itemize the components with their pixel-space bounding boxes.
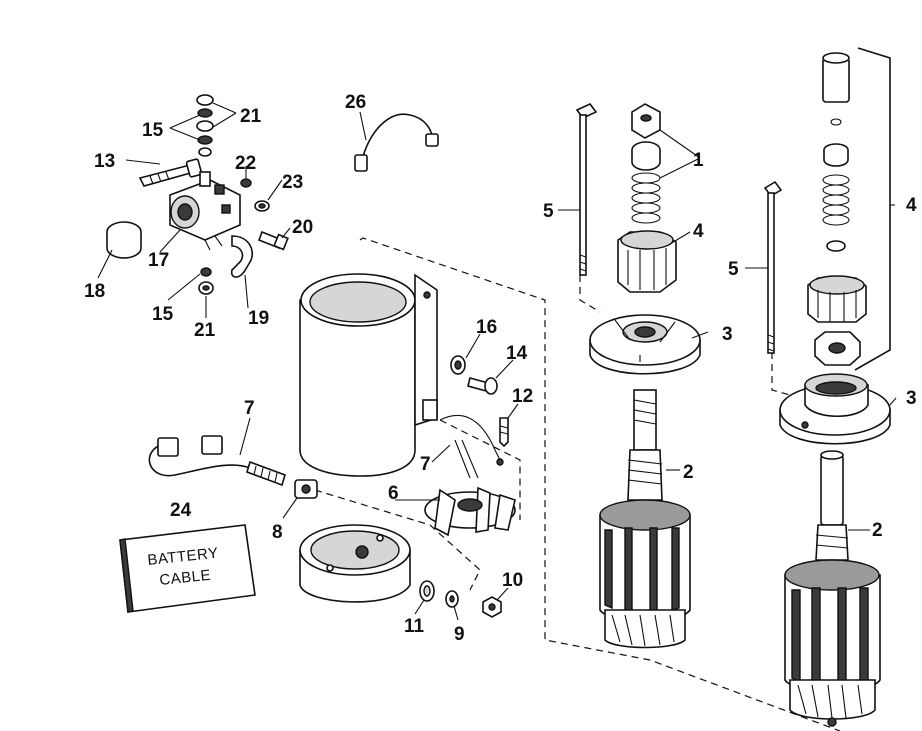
end-plate-3-mid: [589, 314, 701, 375]
callout-2-right: 2: [872, 520, 883, 541]
callout-7-center: 7: [420, 454, 431, 475]
callout-15-top: 15: [142, 120, 164, 141]
callout-18: 18: [84, 281, 105, 302]
callout-19: 19: [248, 308, 269, 329]
armature-right: [784, 450, 881, 727]
mid-assembly-dashed-outline: [579, 275, 601, 313]
callout-5-right: 5: [728, 259, 739, 280]
drive-kit-right: [807, 52, 867, 366]
through-bolt-mid: [575, 103, 598, 276]
callout-8: 8: [272, 522, 283, 543]
battery-box-line2: CABLE: [159, 567, 212, 589]
battery-cable-box: BATTERY CABLE: [119, 524, 256, 613]
end-cap: [299, 524, 411, 603]
callout-3-mid: 3: [722, 324, 733, 345]
callout-14: 14: [506, 343, 528, 364]
callout-4-right: 4: [906, 195, 917, 216]
callout-15-bottom: 15: [152, 304, 174, 325]
drive-parts-1: [631, 103, 661, 224]
callout-10: 10: [502, 570, 523, 591]
cable-lead: [354, 113, 439, 172]
callout-7-left: 7: [244, 398, 255, 419]
brush-plate: [424, 486, 516, 537]
callout-16: 16: [476, 317, 497, 338]
callout-21-bottom: 21: [194, 320, 216, 341]
drive-gear-4: [617, 230, 677, 293]
solenoid-assembly: [106, 94, 289, 295]
callout-20: 20: [292, 217, 313, 238]
callout-26: 26: [345, 92, 366, 113]
callout-2-mid: 2: [683, 462, 694, 483]
armature-mid: [599, 389, 691, 649]
right-assembly-dashed-outline: [771, 340, 791, 396]
callout-6: 6: [388, 483, 399, 504]
callout-12: 12: [512, 386, 533, 407]
callout-22: 22: [235, 153, 256, 174]
terminal-8: [294, 479, 318, 499]
callout-24: 24: [170, 500, 192, 521]
leader-lines: [97, 102, 897, 621]
callout-21-top: 21: [240, 106, 262, 127]
end-plate-3-right: [779, 373, 891, 445]
field-frame-housing: [299, 273, 438, 477]
screw-14: [467, 377, 498, 395]
callout-5-mid: 5: [543, 201, 554, 222]
callout-11: 11: [404, 616, 425, 637]
callout-17: 17: [148, 250, 169, 271]
through-bolt-right: [763, 180, 783, 354]
bracket-4-right: [854, 47, 891, 371]
callout-3-right: 3: [906, 388, 917, 409]
callout-1: 1: [693, 150, 704, 171]
nut-10: [482, 596, 502, 618]
brush-leads-left: [148, 435, 286, 487]
frame-dashed-outline: [314, 489, 481, 591]
brush-dashed-outline: [439, 419, 521, 520]
callout-23: 23: [282, 172, 303, 193]
brush-set-center: [422, 399, 504, 479]
assembly-dashed-outline: [359, 237, 841, 731]
callout-4-mid: 4: [693, 221, 704, 242]
callout-9: 9: [454, 624, 465, 645]
callout-13: 13: [94, 151, 115, 172]
screw-12: [499, 417, 509, 448]
